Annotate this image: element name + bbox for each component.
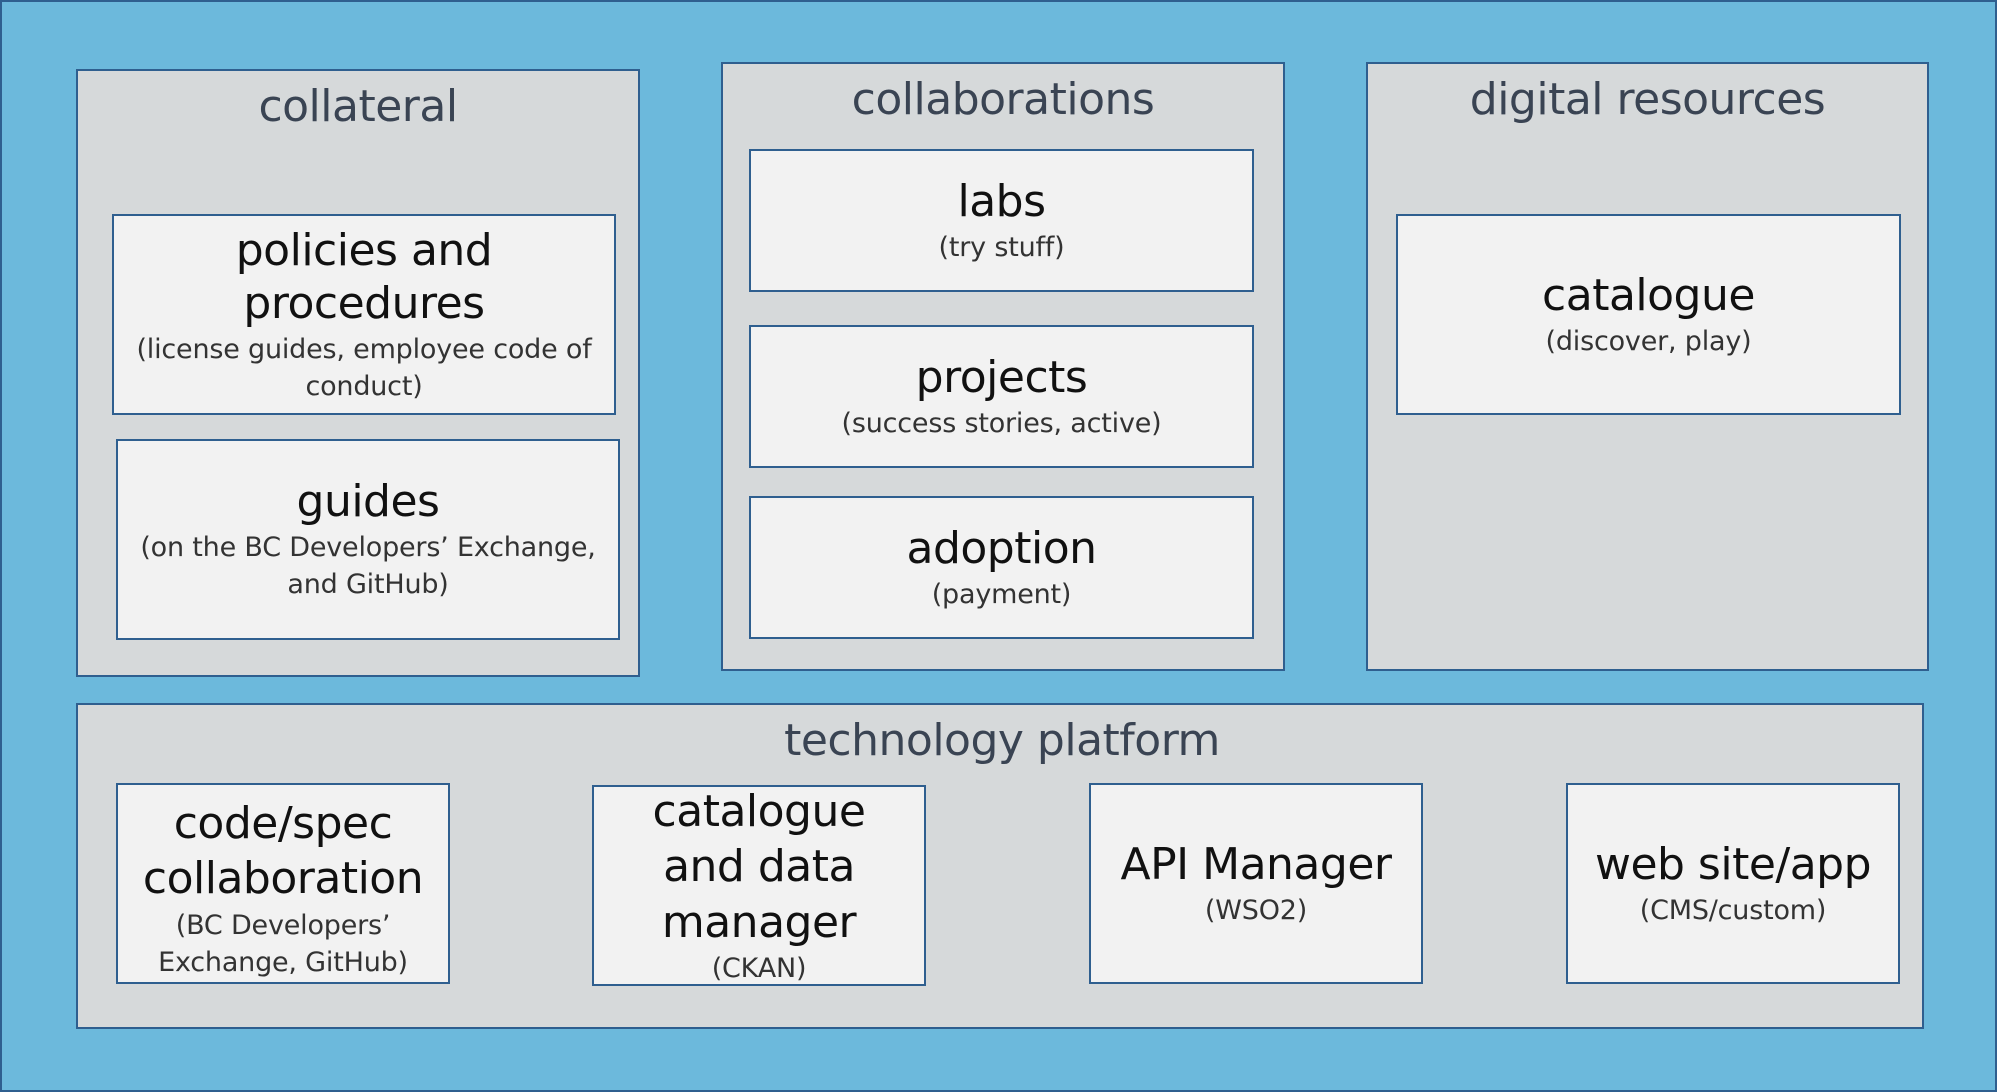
box-adoption: adoption (payment) bbox=[749, 496, 1254, 639]
box-title: catalogue and data manager bbox=[652, 785, 866, 948]
box-catalogue-and-data-manager: catalogue and data manager (CKAN) bbox=[592, 785, 926, 986]
box-code-spec-collaboration: code/spec collaboration (BC Developers’ … bbox=[116, 783, 450, 984]
box-title: API Manager bbox=[1120, 839, 1392, 891]
box-subtitle: (payment) bbox=[931, 578, 1072, 610]
box-web-site-app: web site/app (CMS/custom) bbox=[1566, 783, 1900, 984]
box-subtitle: (on the BC Developers’ Exchange, and Git… bbox=[140, 532, 596, 601]
box-subtitle: (discover, play) bbox=[1545, 325, 1752, 357]
group-collateral: collateral policies and procedures (lice… bbox=[76, 69, 640, 677]
box-subtitle: (success stories, active) bbox=[841, 407, 1162, 439]
box-title: web site/app bbox=[1594, 839, 1872, 891]
box-api-manager: API Manager (WSO2) bbox=[1089, 783, 1423, 984]
box-title: policies and procedures bbox=[235, 224, 493, 330]
box-subtitle: (CMS/custom) bbox=[1639, 894, 1827, 926]
group-title-technology-platform: technology platform bbox=[784, 715, 1220, 766]
group-title-collaborations: collaborations bbox=[851, 74, 1155, 125]
box-title: code/spec collaboration bbox=[142, 797, 424, 905]
box-title: catalogue bbox=[1542, 270, 1755, 322]
group-title-collateral: collateral bbox=[258, 81, 458, 132]
box-projects: projects (success stories, active) bbox=[749, 325, 1254, 468]
box-subtitle: (WSO2) bbox=[1204, 894, 1308, 926]
box-labs: labs (try stuff) bbox=[749, 149, 1254, 292]
group-technology-platform: technology platform code/spec collaborat… bbox=[76, 703, 1924, 1029]
box-guides: guides (on the BC Developers’ Exchange, … bbox=[116, 439, 620, 640]
box-catalogue: catalogue (discover, play) bbox=[1396, 214, 1901, 415]
group-digital-resources: digital resources catalogue (discover, p… bbox=[1366, 62, 1929, 671]
box-subtitle: (try stuff) bbox=[938, 231, 1065, 263]
box-title: labs bbox=[957, 176, 1046, 228]
box-policies-and-procedures: policies and procedures (license guides,… bbox=[112, 214, 616, 415]
group-collaborations: collaborations labs (try stuff) projects… bbox=[721, 62, 1285, 671]
box-subtitle: (CKAN) bbox=[711, 953, 807, 985]
box-subtitle: (BC Developers’ Exchange, GitHub) bbox=[158, 909, 408, 978]
box-title: adoption bbox=[906, 523, 1097, 575]
group-title-digital-resources: digital resources bbox=[1469, 74, 1826, 125]
box-title: projects bbox=[915, 352, 1088, 404]
box-subtitle: (license guides, employee code of conduc… bbox=[136, 333, 592, 403]
box-title: guides bbox=[296, 476, 440, 528]
